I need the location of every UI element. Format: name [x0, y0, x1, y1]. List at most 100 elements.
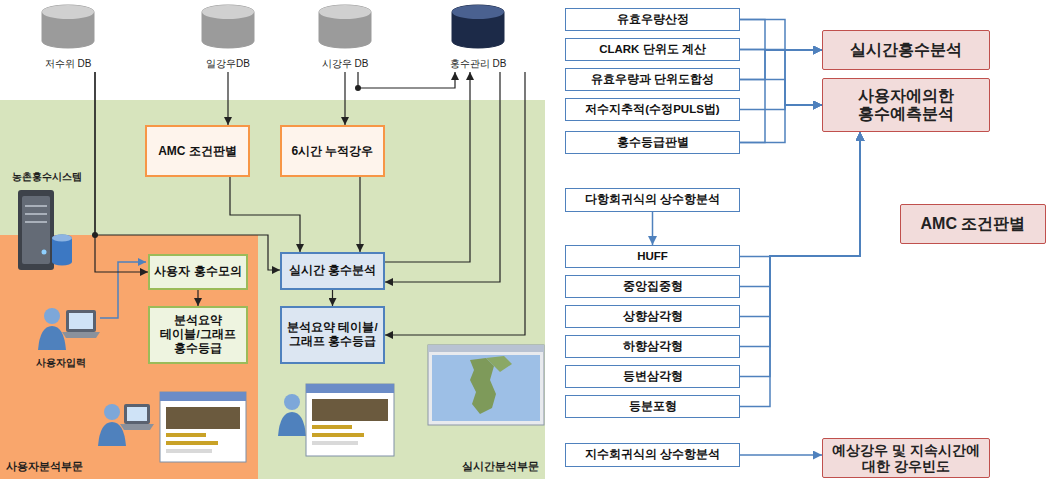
method-box: 저수지추적(수정PULS법) [565, 98, 740, 121]
map-screen-part [428, 345, 544, 352]
node-text: 예상강우 및 지속시간에 대한 강우빈도 [827, 442, 985, 474]
result-window-part [306, 384, 394, 393]
node-text: 홍수등급판별 [617, 136, 689, 150]
node-text: 일강우DB [206, 57, 250, 71]
result-window [306, 384, 394, 456]
cylinder-top [319, 5, 371, 19]
flow-connector [385, 72, 470, 262]
figure-label: 농촌홍수시스템 [12, 170, 82, 184]
summary-box: 분석요약 테이블/그래프 홍수등급 [148, 306, 248, 364]
flow-connector [358, 72, 455, 88]
cylinder-body [42, 5, 94, 48]
node-text: 저수위 DB [45, 57, 92, 71]
map-screen [428, 345, 544, 425]
user-input-person-part [62, 332, 100, 338]
server-icon-part [52, 235, 72, 242]
map-screen-part [486, 356, 512, 372]
process-box: 실시간 홍수분석 [280, 252, 385, 290]
flow-connector [740, 105, 822, 143]
database-cylinder: 저수위 DB [30, 4, 106, 72]
node-text: 시강우 DB [322, 57, 369, 71]
node-text: 다항회귀식의 상수항분석 [585, 193, 720, 207]
map-screen-part [470, 358, 496, 414]
method-box: 홍수등급판별 [565, 131, 740, 154]
flow-connector [740, 132, 860, 347]
summary-box: 분석요약 테이블/그래프 홍수등급 [280, 306, 385, 364]
result-window-part [166, 449, 212, 453]
node-text: 분석요약 테이블/그래프 홍수등급 [286, 321, 379, 349]
flow-connector [740, 50, 822, 80]
node-text: 실시간홍수분석 [850, 41, 962, 59]
method-box: 유효우량산정 [565, 8, 740, 31]
cylinder-outline [440, 4, 516, 50]
method-box: 유효우량과 단위도합성 [565, 68, 740, 91]
node-text: 등분포형 [629, 400, 677, 414]
result-box: 예상강우 및 지속시간에 대한 강우빈도 [822, 438, 990, 478]
cylinder-outline [190, 4, 266, 50]
flow-connector [740, 20, 822, 51]
node-text: AMC 조건판별 [158, 144, 237, 158]
method-box: 중앙집중형 [565, 275, 740, 298]
flow-connector [740, 132, 860, 377]
flow-connector [740, 50, 822, 106]
database-cylinder: 일강우DB [190, 4, 266, 72]
flow-connector [227, 72, 228, 125]
result-window-part [160, 392, 246, 462]
result-window-part [312, 433, 364, 437]
map-screen-part [432, 355, 540, 421]
cylinder-body [202, 5, 254, 48]
database-cylinder: 시강우 DB [307, 4, 383, 72]
monitor-person-part [284, 394, 300, 410]
map-screen-part [428, 345, 544, 425]
user-input-person-part [66, 310, 96, 332]
user-person-part [120, 424, 154, 430]
flow-connector [740, 20, 822, 106]
server-icon-part [18, 190, 54, 270]
result-box: 실시간홍수분석 [822, 30, 990, 70]
method-box: 등분포형 [565, 395, 740, 418]
method-box: 상향삼각형 [565, 305, 740, 328]
flow-connector [385, 72, 525, 335]
user-input-person [38, 308, 100, 350]
node-text: 사용자에의한 홍수예측분석 [827, 87, 985, 124]
flow-connector [95, 72, 280, 270]
flow-connector [740, 132, 860, 317]
node-text: 분석요약 테이블/그래프 홍수등급 [154, 314, 242, 355]
result-window-part [312, 441, 358, 445]
server-icon [18, 190, 72, 270]
input-arrow [100, 262, 146, 318]
cylinder-top [452, 5, 504, 19]
node-text: 홍수관리 DB [450, 57, 507, 71]
node-text: 지수회귀식의 상수항분석 [585, 448, 720, 462]
node-text: 실시간 홍수분석 [289, 264, 376, 278]
flow-connector [95, 72, 148, 272]
node-text: 6시간 누적강우 [291, 144, 373, 158]
monitor-person [278, 394, 306, 436]
server-icon-part [25, 213, 47, 215]
flow-connector [740, 80, 822, 106]
method-box: HUFF [565, 245, 740, 268]
node-text: 유효우량과 단위도합성 [591, 73, 714, 87]
monitor-person-part [278, 412, 306, 436]
result-window-part [312, 425, 352, 429]
cylinder-body [452, 5, 504, 48]
database-cylinder: 홍수관리 DB [440, 4, 516, 72]
figure-label: 사용자입력 [36, 356, 86, 370]
flow-connector [652, 212, 654, 245]
result-window-part [312, 399, 388, 421]
process-box: AMC 조건판별 [145, 125, 250, 177]
result-box: AMC 조건판별 [900, 204, 1046, 244]
node-text: 중앙집중형 [623, 280, 683, 294]
cylinder-body [319, 5, 371, 48]
flow-connector [740, 50, 822, 143]
node-text: 사용자 홍수모의 [154, 265, 241, 279]
flow-connector [385, 72, 500, 282]
node-text: 상향삼각형 [623, 310, 683, 324]
user-input-person-part [69, 313, 93, 329]
result-window-part [166, 441, 218, 445]
cylinder-top [202, 5, 254, 19]
method-box: 등변삼각형 [565, 365, 740, 388]
node-text: AMC 조건판별 [921, 215, 1026, 233]
